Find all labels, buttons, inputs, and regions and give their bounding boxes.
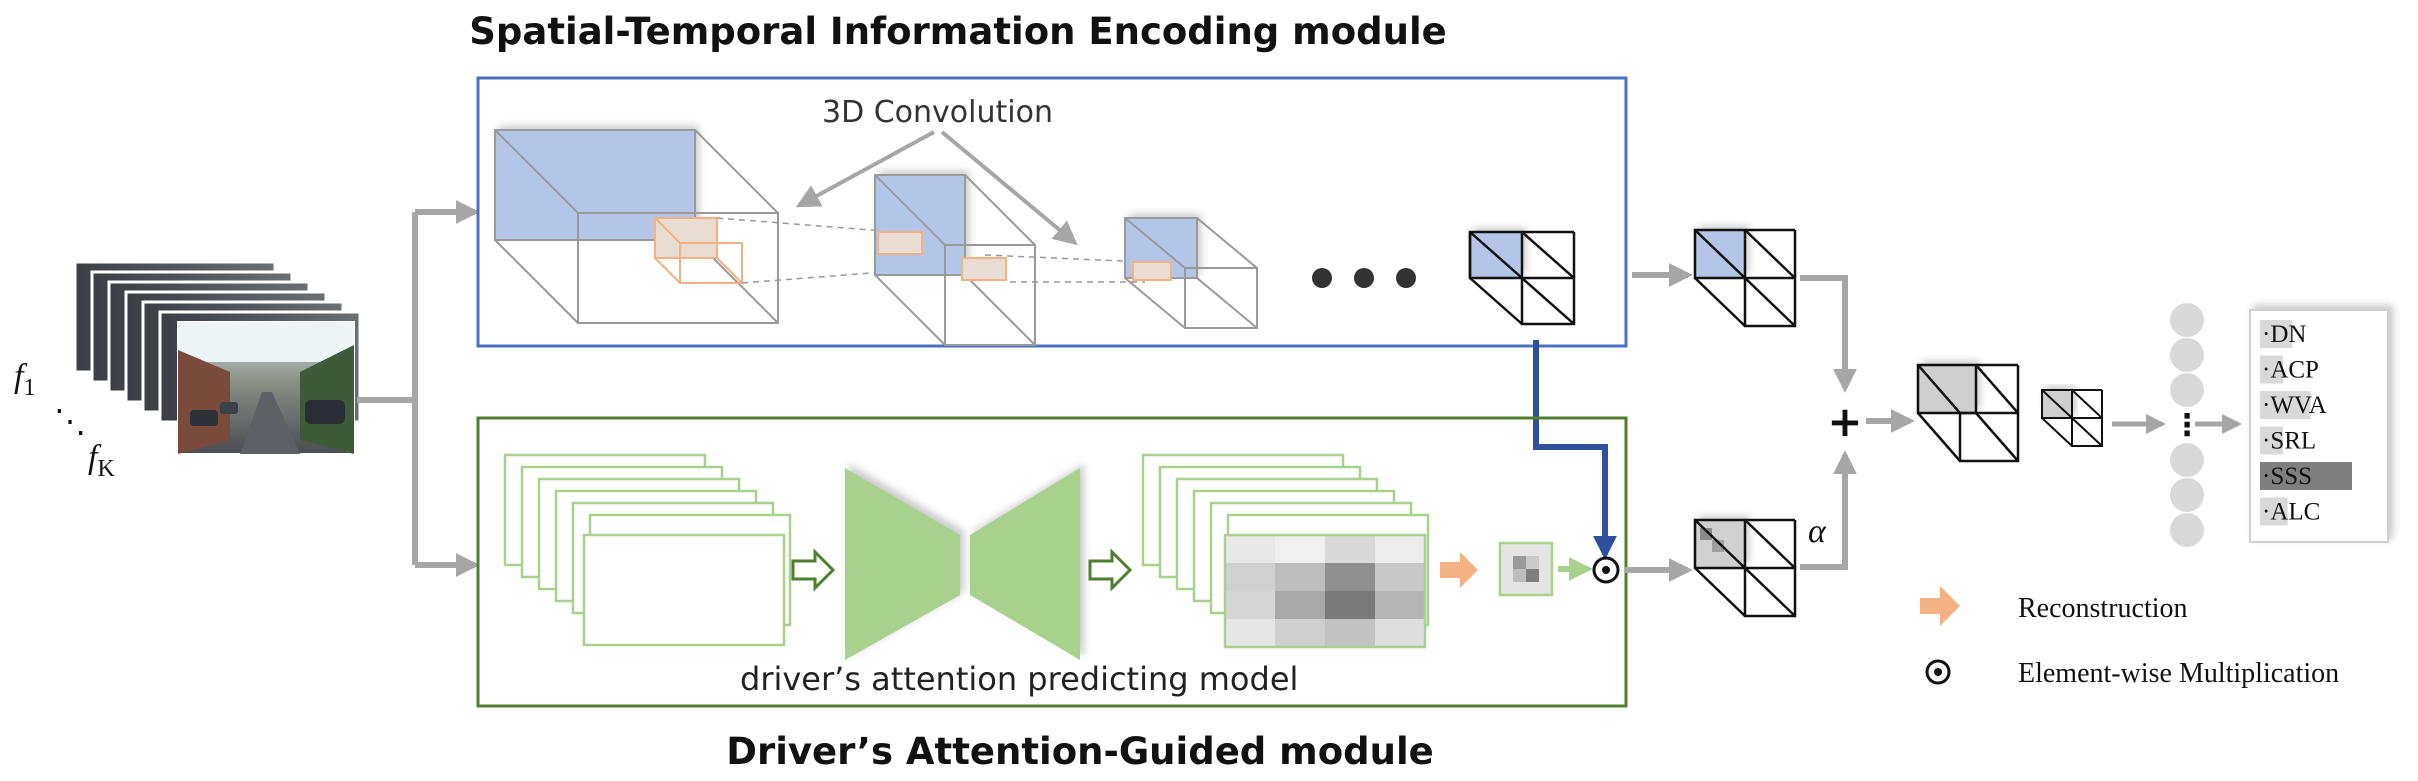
output-score-bar: [2260, 426, 2283, 455]
output-label: ·WVA: [2262, 392, 2327, 419]
ellipsis-dots: [1312, 268, 1416, 288]
hollow-arrow-2: [1088, 548, 1133, 592]
legend-multiplication-label: Element-wise Multiplication: [2018, 658, 2339, 689]
conv-volume-1: [494, 129, 779, 324]
guided-feature-cube: [1693, 518, 1797, 618]
addition-op: +: [1827, 397, 1862, 446]
frame-ellipsis: ⋱: [54, 403, 86, 439]
output-label: ·ALC: [2262, 499, 2320, 526]
output-label: ·SRL: [2262, 428, 2316, 455]
legend: Reconstruction Element-wise Multiplicati…: [1920, 586, 2339, 689]
output-score-bar: [2260, 497, 2288, 526]
guided-module-box: [476, 416, 1628, 708]
encoded-feature-cube: [1693, 228, 1797, 328]
conv3d-pointer-arrows: [795, 130, 1078, 246]
attention-map-stack: [1141, 453, 1430, 649]
elementwise-multiply-op: [1592, 556, 1620, 584]
pooled-feature-cube: [2041, 389, 2103, 447]
output-score-bar: [2260, 355, 2283, 384]
encoder-output-cube: [1468, 230, 1576, 326]
fusion-arrows: [1800, 275, 1857, 570]
conv-volume-3: [1124, 217, 1258, 329]
encoder-module-box: [476, 76, 1628, 348]
frame-first-label: f1: [14, 358, 35, 401]
attention-heatmap: [1223, 533, 1427, 649]
output-label: ·DN: [2262, 321, 2306, 348]
output-label: ·SSS: [2262, 463, 2312, 490]
reconstruction-arrow: [1440, 552, 1478, 588]
legend-reconstruction-label: Reconstruction: [2018, 593, 2188, 624]
output-label: ·ACP: [2262, 357, 2319, 384]
output-score-bar: [2260, 320, 2293, 348]
legend-multiplication: Element-wise Multiplication: [1925, 658, 2339, 689]
input-split-arrows: [357, 200, 480, 577]
frame-last-label: fK: [88, 439, 115, 482]
downsampled-attention-map: [1498, 541, 1554, 597]
alpha-weight-label: α: [1808, 513, 1827, 550]
front-frame-image: [177, 321, 355, 455]
encoder-module-title: Spatial-Temporal Information Encoding mo…: [469, 10, 1447, 53]
predictor-label: driver’s attention predicting model: [740, 660, 1298, 698]
guided-module-title: Driver’s Attention-Guided module: [726, 730, 1433, 773]
hollow-arrow-1: [791, 548, 836, 592]
output-score-bar: [2260, 391, 2311, 419]
input-frame-stack: [73, 260, 362, 455]
conv3d-label: 3D Convolution: [822, 95, 1053, 130]
fused-feature-cube: [1916, 363, 2020, 463]
conv-volume-2: [874, 174, 1036, 346]
fc-layer-neurons: [2170, 303, 2204, 547]
receptive-field-lines: [716, 217, 1146, 284]
output-score-bar: [2260, 462, 2352, 490]
output-label-list: ·DN ·ACP ·WVA ·SRL ·SSS ·ALC: [2260, 320, 2352, 526]
legend-reconstruction: Reconstruction: [1920, 586, 2188, 626]
input-frame-outlines: [503, 453, 792, 647]
encoder-decoder-model: [845, 468, 1080, 660]
feature-skip-path: [1533, 340, 1617, 560]
frame-labels: f1 ⋱ fK: [14, 358, 115, 482]
